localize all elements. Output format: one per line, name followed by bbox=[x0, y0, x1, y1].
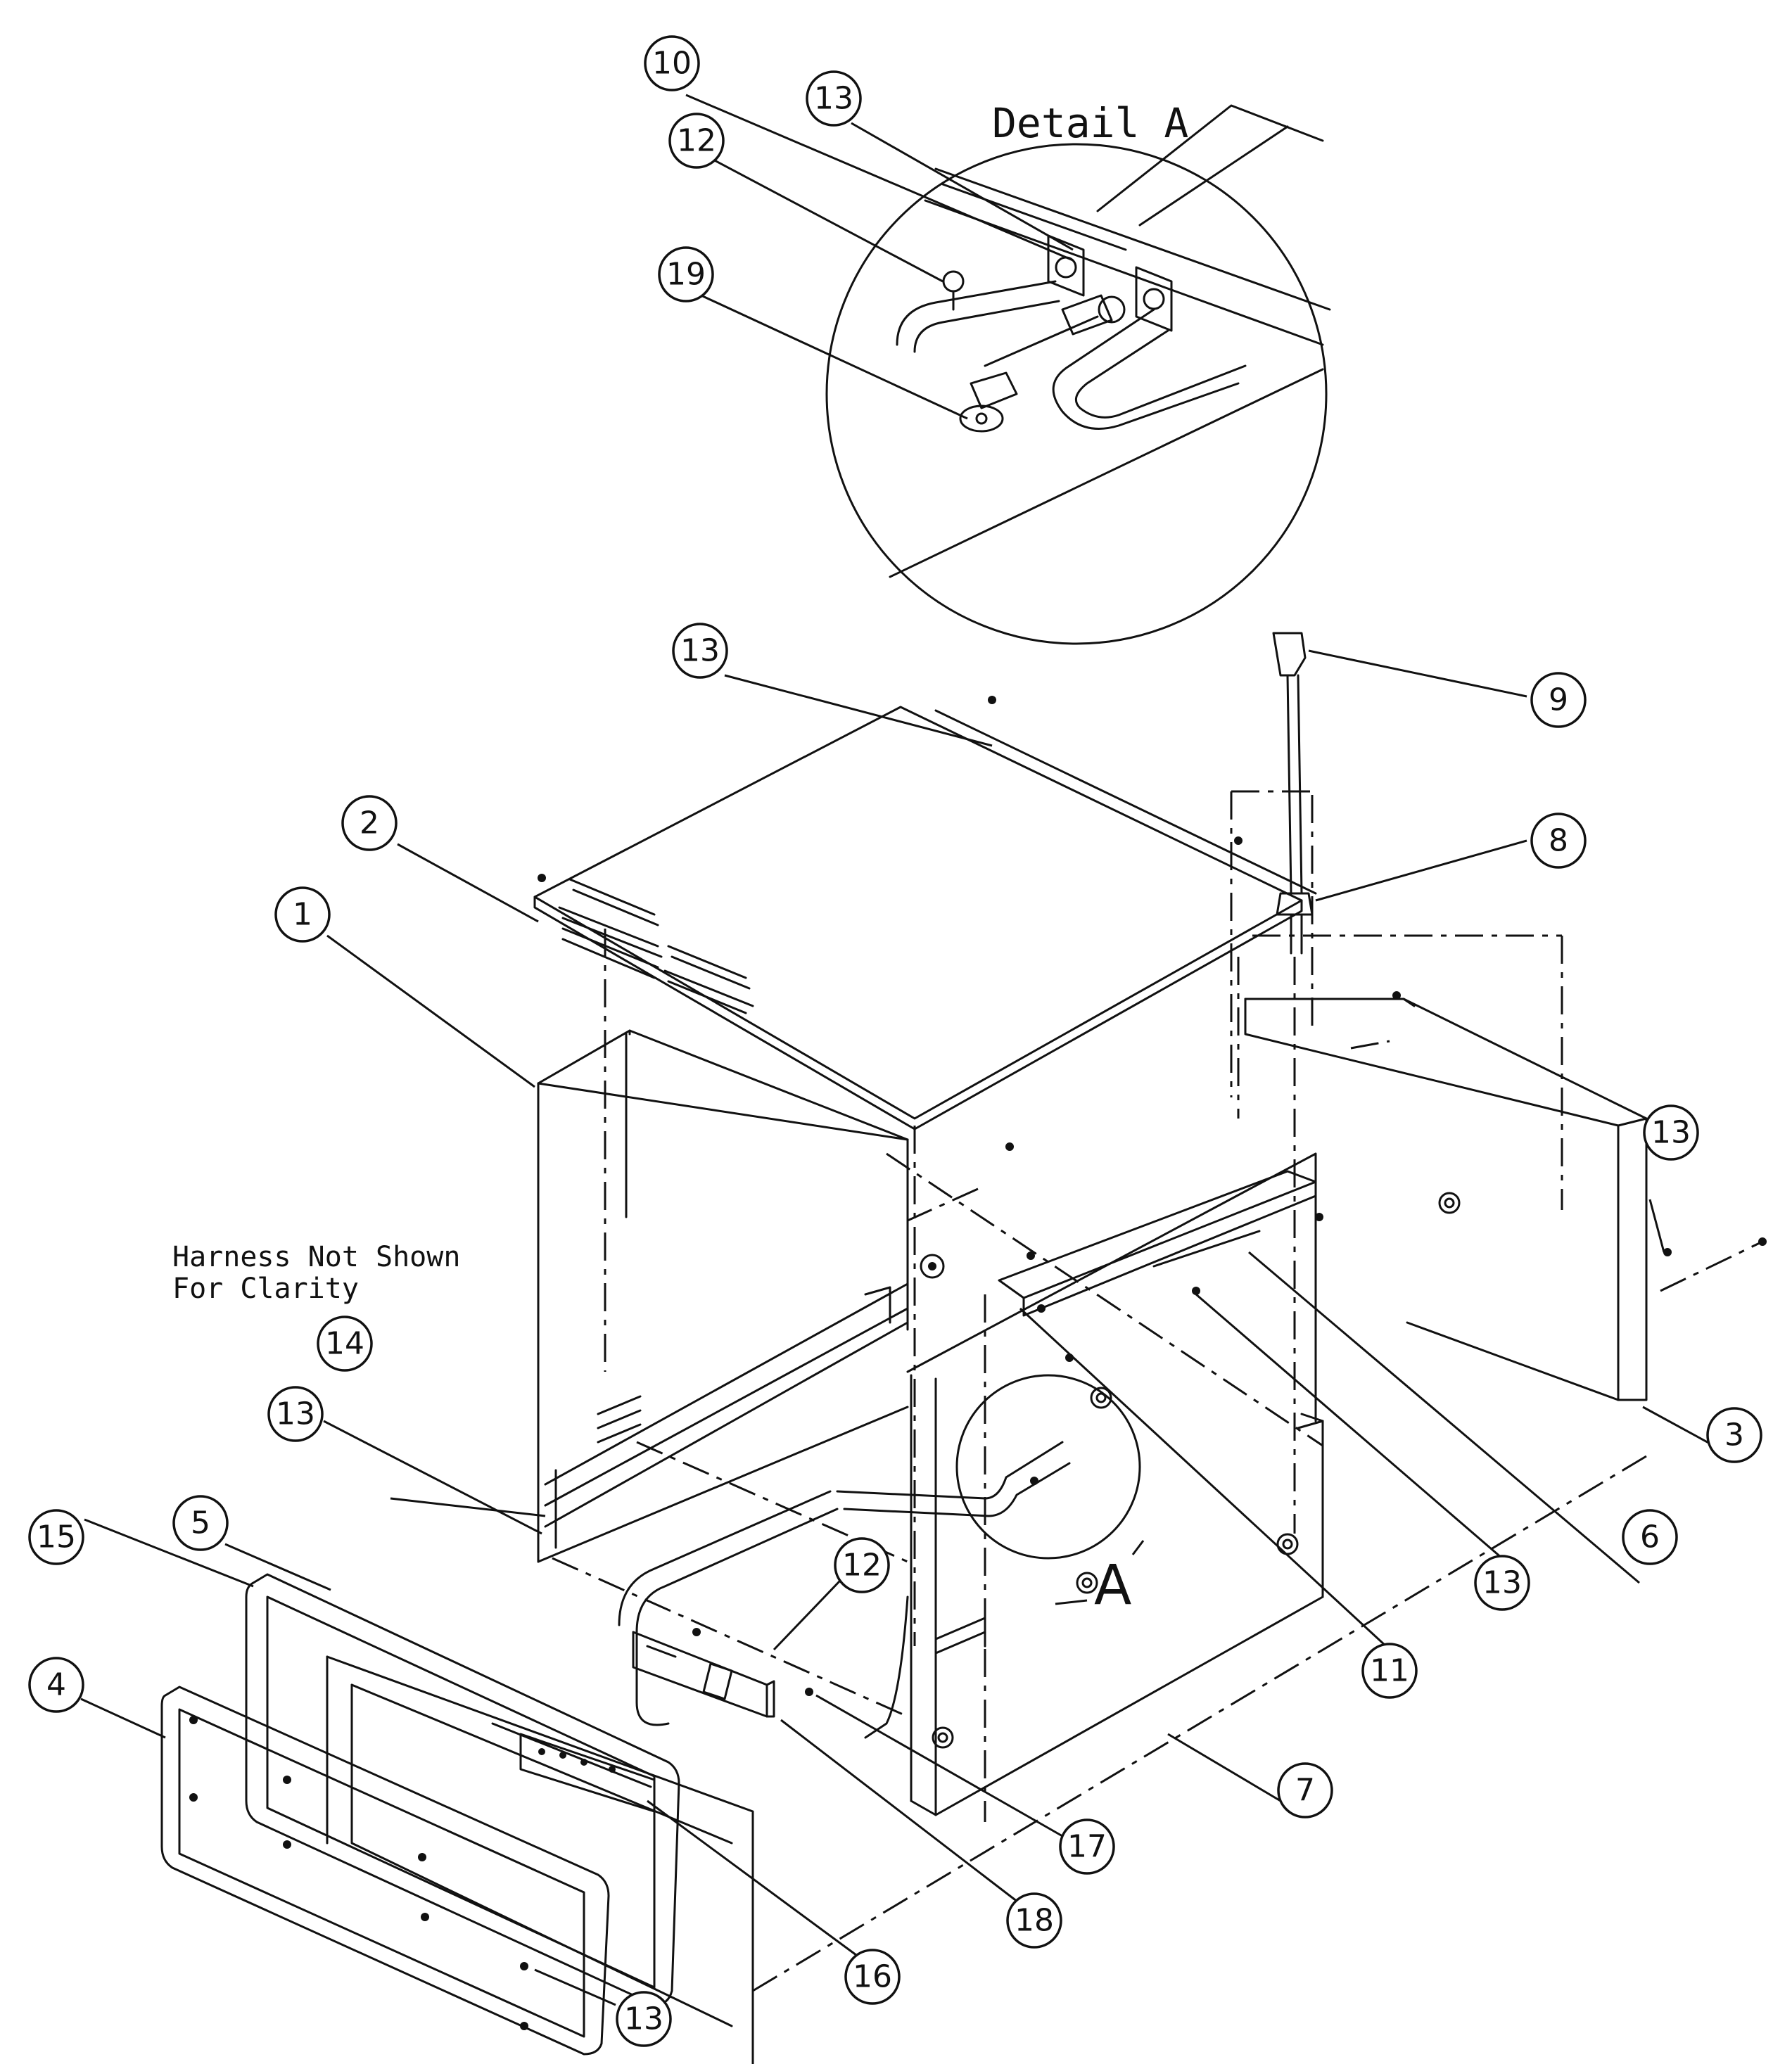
svg-text:14: 14 bbox=[325, 1326, 364, 1362]
front-panel bbox=[326, 1631, 775, 2064]
door-gasket bbox=[245, 1573, 680, 2006]
door-frame bbox=[160, 1686, 610, 2056]
svg-text:13: 13 bbox=[1482, 1565, 1522, 1601]
callout-13: 13 bbox=[672, 623, 728, 679]
callout-18: 18 bbox=[1006, 1892, 1062, 1949]
svg-text:2: 2 bbox=[360, 805, 379, 841]
svg-text:7: 7 bbox=[1295, 1773, 1315, 1809]
svg-text:8: 8 bbox=[1549, 823, 1568, 859]
svg-text:13: 13 bbox=[624, 2001, 663, 2037]
right-side-panel bbox=[906, 1152, 1324, 1816]
svg-text:12: 12 bbox=[842, 1548, 882, 1584]
svg-text:9: 9 bbox=[1549, 682, 1568, 718]
svg-text:10: 10 bbox=[652, 46, 692, 82]
svg-text:13: 13 bbox=[814, 81, 853, 117]
detail-a-circle bbox=[825, 143, 1328, 645]
cross-rail bbox=[998, 1170, 1317, 1317]
svg-text:6: 6 bbox=[1640, 1520, 1660, 1555]
callout-11: 11 bbox=[1361, 1643, 1418, 1699]
callout-13: 13 bbox=[1643, 1104, 1699, 1161]
detail-a-title: Detail A bbox=[992, 99, 1188, 147]
svg-text:12: 12 bbox=[677, 123, 716, 159]
callout-12: 12 bbox=[668, 113, 725, 169]
callout-6: 6 bbox=[1622, 1509, 1678, 1565]
rear-panel bbox=[1244, 998, 1648, 1401]
callout-16: 16 bbox=[844, 1949, 901, 2005]
callout-7: 7 bbox=[1277, 1762, 1333, 1818]
svg-text:5: 5 bbox=[191, 1505, 210, 1541]
detail-a-marker-label: A bbox=[1094, 1554, 1131, 1617]
top-panel bbox=[533, 706, 1317, 1130]
svg-text:17: 17 bbox=[1067, 1829, 1107, 1865]
callout-13: 13 bbox=[1474, 1555, 1530, 1611]
heating-element: A bbox=[618, 1374, 1145, 1739]
svg-text:3: 3 bbox=[1724, 1418, 1744, 1453]
svg-text:1: 1 bbox=[293, 897, 312, 933]
svg-text:4: 4 bbox=[46, 1667, 66, 1703]
callout-17: 17 bbox=[1059, 1818, 1115, 1875]
svg-text:11: 11 bbox=[1370, 1653, 1409, 1689]
svg-text:13: 13 bbox=[1651, 1115, 1691, 1151]
callout-4: 4 bbox=[28, 1657, 84, 1713]
callout-10: 10 bbox=[644, 35, 700, 91]
callout-13: 13 bbox=[267, 1386, 324, 1442]
assembly-lines bbox=[552, 790, 1763, 1992]
callout-19: 19 bbox=[658, 246, 714, 302]
svg-text:18: 18 bbox=[1015, 1903, 1054, 1939]
svg-text:16: 16 bbox=[853, 1959, 892, 1995]
callout-15: 15 bbox=[28, 1509, 84, 1565]
detail-a-inset: Detail A bbox=[825, 99, 1331, 645]
callout-2: 2 bbox=[341, 795, 398, 851]
detail-a-marker-circle bbox=[955, 1374, 1141, 1560]
callouts: 10 13 12 19 13 9 2 8 1 13 14 13 3 5 15 6… bbox=[28, 35, 1762, 2047]
svg-text:19: 19 bbox=[666, 257, 706, 293]
svg-text:13: 13 bbox=[276, 1396, 315, 1432]
harness-note-line1: Harness Not Shown bbox=[172, 1241, 460, 1273]
callout-8: 8 bbox=[1530, 813, 1587, 869]
callout-13: 13 bbox=[806, 70, 862, 127]
svg-text:15: 15 bbox=[37, 1520, 76, 1555]
callout-12: 12 bbox=[834, 1537, 890, 1593]
callout-13: 13 bbox=[616, 1991, 672, 2047]
callout-3: 3 bbox=[1706, 1407, 1762, 1463]
left-side-panel bbox=[537, 1029, 909, 1563]
callout-1: 1 bbox=[274, 886, 331, 943]
svg-text:13: 13 bbox=[680, 633, 720, 669]
leader-lines bbox=[80, 94, 1721, 2006]
callout-9: 9 bbox=[1530, 672, 1587, 728]
fasteners bbox=[538, 696, 1767, 1700]
harness-note-line2: For Clarity bbox=[172, 1273, 359, 1305]
callout-14: 14 bbox=[317, 1316, 373, 1372]
callout-5: 5 bbox=[172, 1495, 229, 1551]
